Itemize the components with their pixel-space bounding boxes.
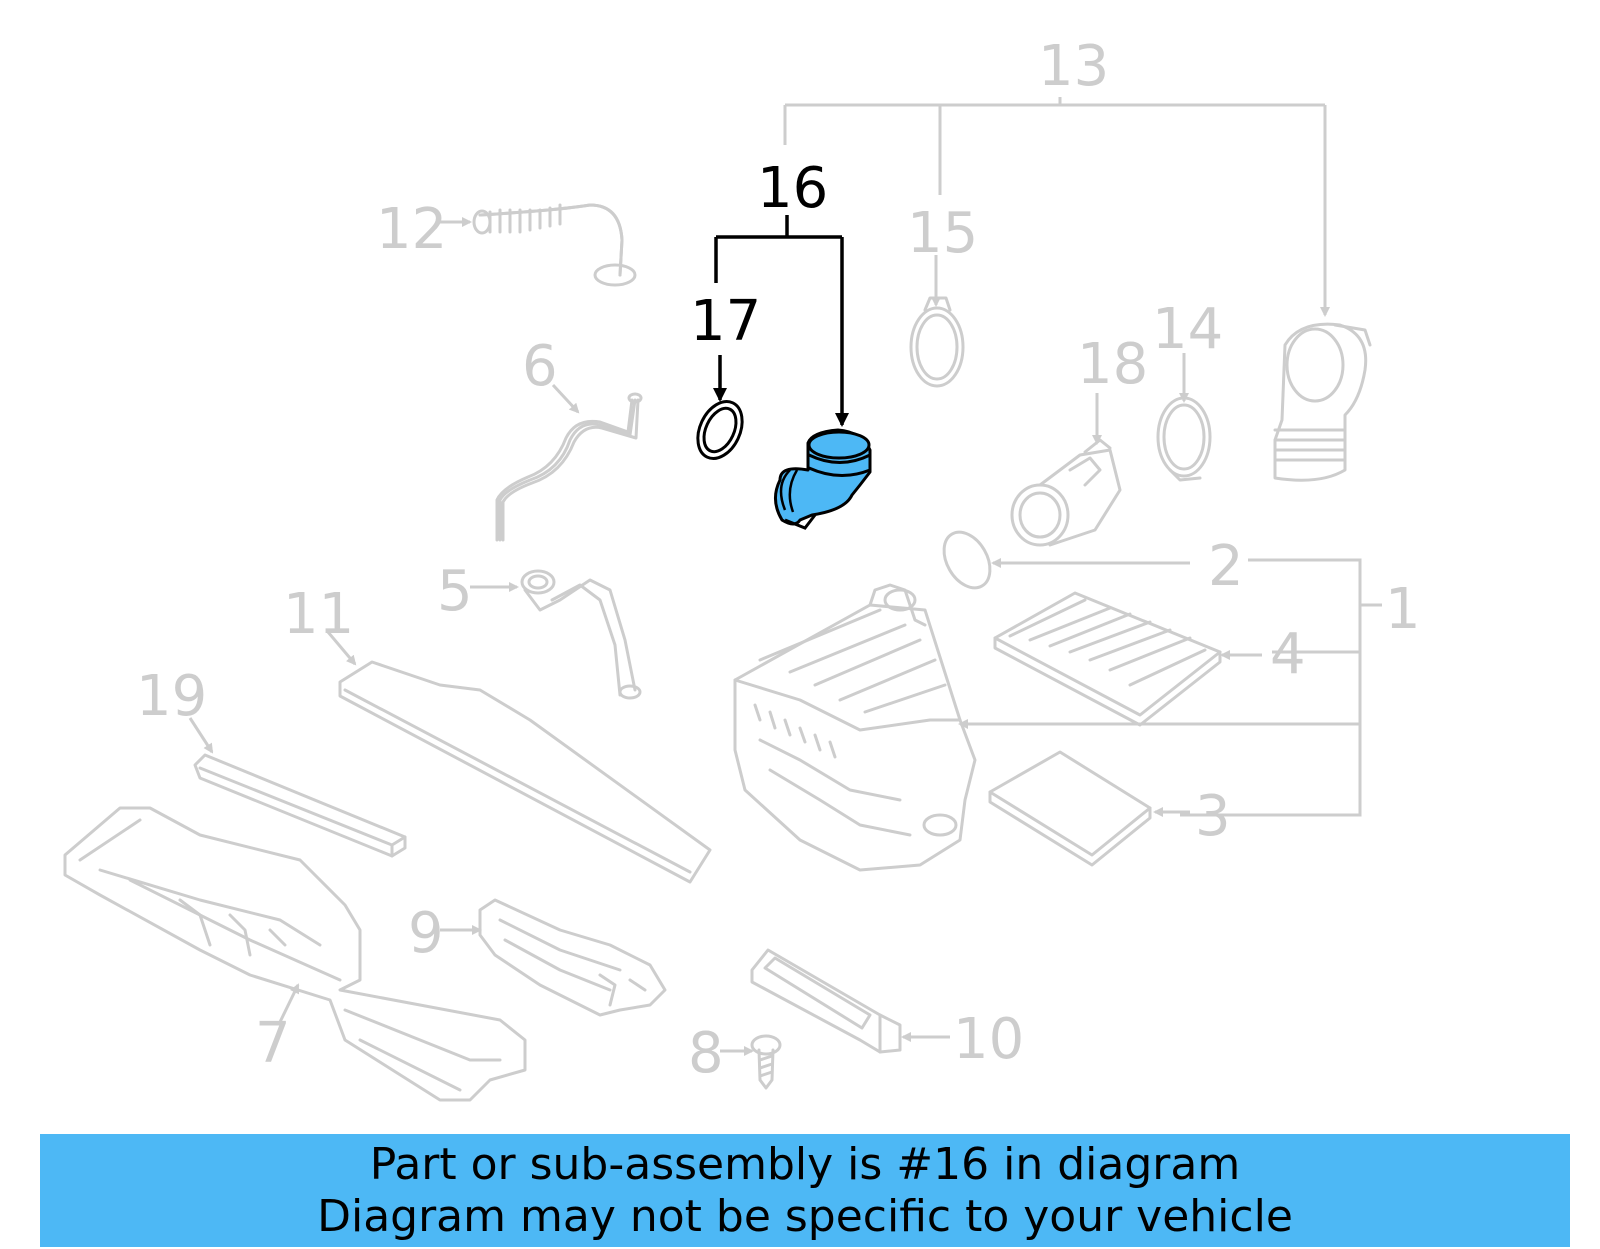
- part-10-grille: [750, 948, 902, 1054]
- part-18-mass-air-flow-sensor: [1010, 438, 1122, 547]
- callout-5: 5: [437, 559, 473, 624]
- callout-7: 7: [255, 1011, 291, 1076]
- callout-9: 9: [408, 901, 444, 966]
- callout-3: 3: [1195, 784, 1231, 849]
- callout-2: 2: [1208, 534, 1244, 599]
- callout-6: 6: [522, 334, 558, 399]
- callout-12: 12: [376, 197, 447, 262]
- part-16-intake-elbow: [774, 428, 872, 530]
- part-2-seal: [942, 530, 992, 590]
- part-9-bracket: [478, 898, 667, 1017]
- callout-18: 18: [1077, 332, 1148, 397]
- callout-17: 17: [690, 289, 761, 354]
- callout-13: 13: [1038, 34, 1109, 99]
- part-17-seal: [696, 400, 744, 460]
- part-4-filter-element: [993, 591, 1222, 727]
- callout-15: 15: [907, 201, 978, 266]
- part-11-seal-strip: [338, 660, 712, 884]
- info-banner: Part or sub-assembly is #16 in diagram D…: [40, 1134, 1570, 1247]
- highlight-leaders: [713, 215, 849, 427]
- callout-8: 8: [688, 1021, 724, 1086]
- part-8-screw: [750, 1034, 782, 1090]
- callout-4: 4: [1270, 622, 1306, 687]
- callout-labels: 13 16 12 15 17 14 6 18 2 5 1 11 4 19 3 9…: [136, 34, 1421, 1086]
- part-15-clamp: [909, 296, 965, 388]
- part-12-breather-hose: [472, 203, 637, 287]
- part-14-clamp: [1156, 396, 1212, 482]
- callout-16: 16: [757, 156, 828, 221]
- banner-line-1: Part or sub-assembly is #16 in diagram: [369, 1138, 1241, 1190]
- banner-line-2: Diagram may not be specific to your vehi…: [317, 1190, 1293, 1242]
- part-3-filter-pad: [988, 750, 1152, 867]
- part-1-air-filter-housing: [733, 583, 977, 872]
- part-5-hose: [520, 569, 642, 700]
- callout-19: 19: [136, 664, 207, 729]
- part-7-duct: [63, 806, 527, 1102]
- part-19-strip: [193, 753, 407, 858]
- callout-10: 10: [953, 1007, 1024, 1072]
- callout-1: 1: [1385, 577, 1421, 642]
- part-13-intake-duct: [1273, 322, 1372, 482]
- leader-lines: [188, 97, 1382, 1056]
- part-6-vent-hose: [495, 392, 643, 542]
- callout-11: 11: [283, 582, 354, 647]
- callout-14: 14: [1152, 297, 1223, 362]
